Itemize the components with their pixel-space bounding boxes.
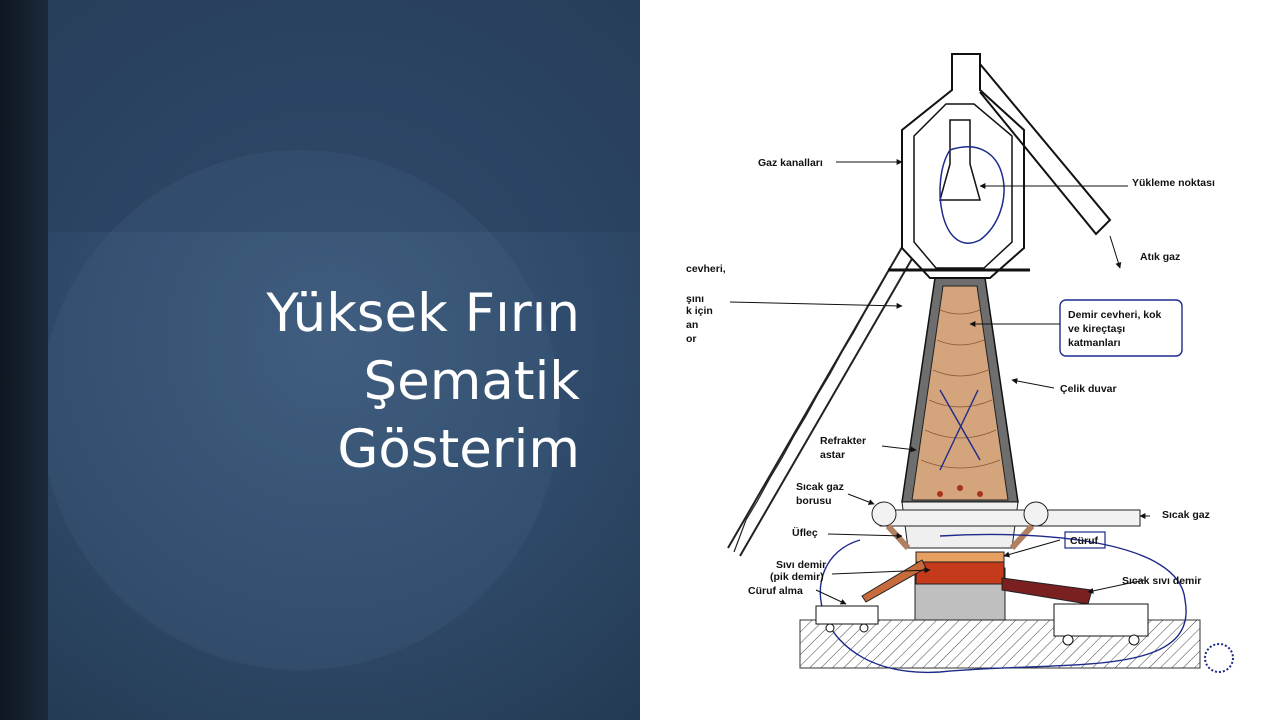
title-line-2: Şematik: [363, 351, 580, 412]
label-steel-wall: Çelik duvar: [1060, 383, 1117, 395]
annotation-box-slag: [1064, 531, 1106, 549]
skip-hoist: [727, 229, 925, 557]
car-wheel: [1062, 634, 1074, 646]
label-left-cut-3: k için: [686, 305, 713, 317]
label-slag-tap: Cüruf alma: [748, 585, 803, 597]
label-slag: Cüruf: [1070, 535, 1098, 547]
label-refractory-1: Refrakter: [820, 435, 866, 447]
label-hot-gas-pipe-1: Sıcak gaz: [796, 481, 844, 493]
label-left-cut-2: şını: [686, 293, 704, 305]
label-hot-gas: Sıcak gaz: [1162, 509, 1210, 521]
annotation-box-charge: [1059, 299, 1183, 357]
molten-iron-pool: [915, 561, 1005, 585]
panel-band: [48, 0, 640, 232]
label-waste-gas: Atık gaz: [1140, 251, 1180, 263]
title-line-3: Gösterim: [337, 419, 580, 480]
car-wheel: [859, 623, 869, 633]
panel-halo: [40, 150, 560, 670]
label-gas-channels: Gaz kanalları: [758, 157, 823, 169]
leader-lines: [729, 159, 1150, 605]
car-wheel: [1128, 634, 1140, 646]
slag-layer: [915, 551, 1005, 563]
waste-gas-duct: [979, 63, 1112, 236]
furnace-top-inner: [913, 103, 1013, 269]
charging-bell: [939, 119, 981, 201]
title-panel: Yüksek Fırın Şematik Gösterim: [0, 0, 640, 720]
bustle-left: [871, 501, 897, 527]
label-charge-3: katmanları: [1068, 337, 1121, 349]
label-refractory-2: astar: [820, 449, 845, 461]
bustle-right: [1023, 501, 1049, 527]
loading-spinner: [1204, 643, 1234, 673]
tuyere-right: [1009, 523, 1035, 551]
label-tuyere: Üfleç: [792, 526, 818, 539]
label-hot-gas-pipe-2: borusu: [796, 495, 832, 507]
title-line-1: Yüksek Fırın: [266, 283, 580, 344]
blast-furnace-diagram: Gaz kanalları Yükleme noktası Atık gaz c…: [686, 53, 1234, 673]
label-left-cut-5: or: [686, 333, 697, 345]
label-charge-2: ve kireçtaşı: [1068, 323, 1125, 335]
car-wheel: [825, 623, 835, 633]
tuyere-left: [885, 523, 911, 551]
iron-runner: [1001, 577, 1093, 605]
label-charge-1: Demir cevheri, kok: [1068, 309, 1162, 321]
charge-layers: [911, 285, 1009, 501]
label-liquid-iron-2: (pik demir): [770, 571, 824, 583]
label-left-cut-4: an: [686, 319, 698, 331]
slide-title: Yüksek Fırın Şematik Gösterim: [266, 280, 580, 484]
slag-ladle-car: [815, 605, 879, 625]
label-loading-point: Yükleme noktası: [1132, 177, 1215, 189]
annotation-loop-top: [939, 146, 1005, 244]
annotation-x: [939, 389, 981, 471]
label-hot-liquid-iron: Sıcak sıvı demir: [1122, 575, 1201, 587]
label-left-cut-1: cevheri,: [686, 263, 726, 275]
iron-ladle-car: [1053, 603, 1149, 637]
charge-layer-lines: [920, 309, 1001, 469]
hot-blast-pipe: [879, 509, 1141, 527]
panel-dark-edge: [0, 0, 48, 720]
label-liquid-iron-1: Sıvı demir: [776, 559, 826, 571]
